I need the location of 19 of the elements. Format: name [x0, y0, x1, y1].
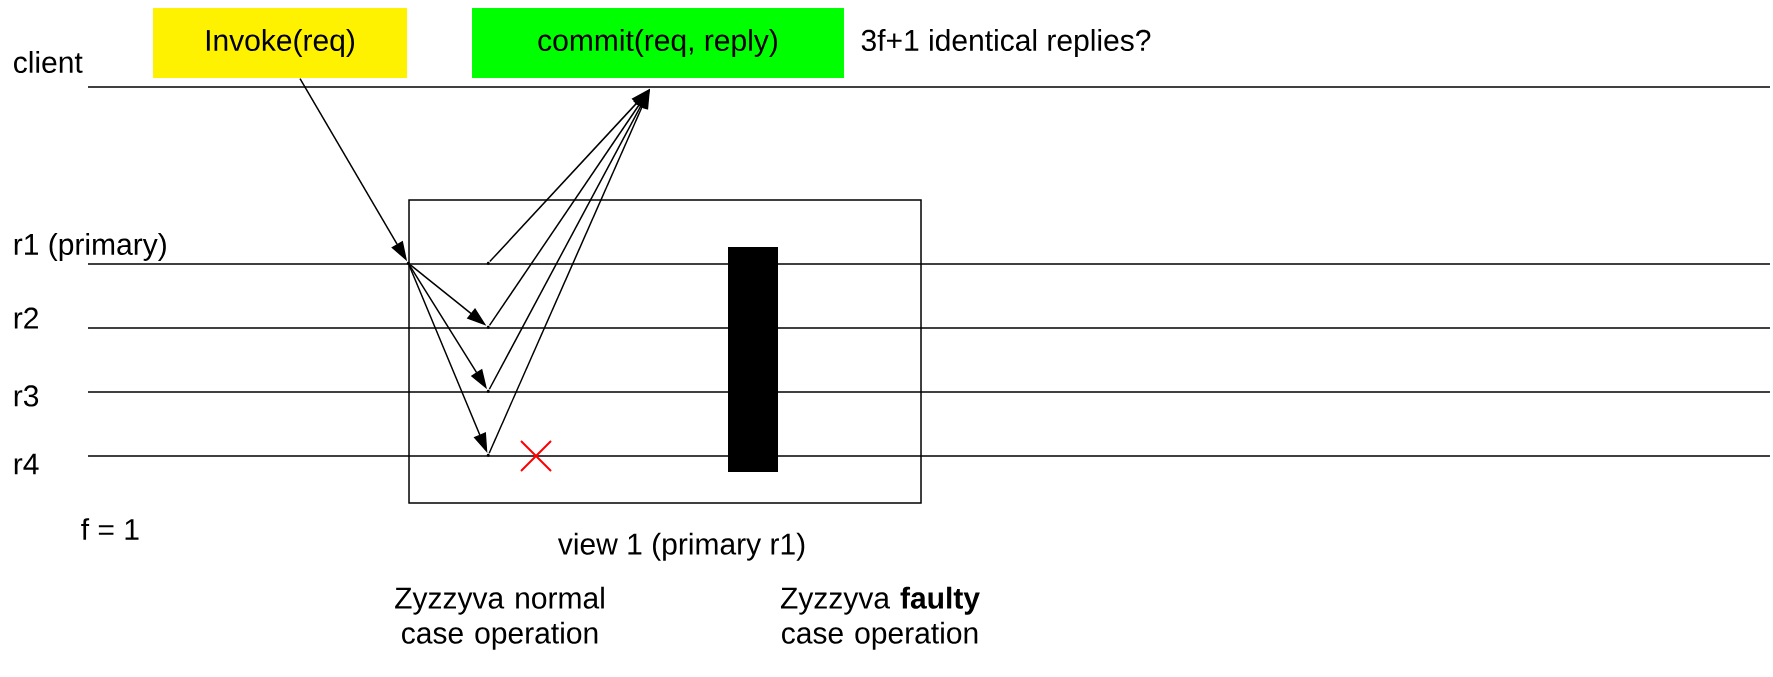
replica-label: r3 [14, 385, 39, 407]
message-point [486, 261, 490, 265]
replica-label: r4 [14, 453, 39, 475]
message-point [486, 325, 490, 329]
highlight-box: commit(req, reply) [472, 8, 844, 78]
view-change-bar [728, 247, 778, 472]
caption: Zyzzyva faulty case operation [780, 586, 980, 650]
question-text: 3f+1 identical replies? [861, 29, 1151, 57]
replica-label: r1 (primary) [14, 233, 166, 261]
highlight-box: Invoke(req) [153, 8, 407, 78]
replica-label: r2 [14, 307, 38, 329]
message-point [406, 261, 410, 265]
replica-label: client [14, 51, 83, 73]
node-label: view 1 (primary r1) [557, 532, 805, 561]
message-point [486, 389, 490, 393]
fault-bound-label: f = 1 [81, 518, 139, 540]
message-point [486, 453, 490, 457]
caption: Zyzzyva normal case operation [395, 586, 604, 650]
view-box: view 1 (primary r1) [408, 199, 922, 561]
